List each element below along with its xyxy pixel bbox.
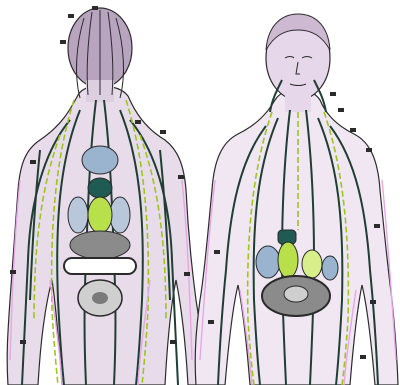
front-neck <box>285 94 311 112</box>
back-figure <box>7 6 205 385</box>
front-organ-pelvis-core <box>284 286 308 302</box>
back-organ-lung-left <box>68 197 88 233</box>
back-organ-mid <box>70 231 130 259</box>
back-organ-heart <box>88 178 112 198</box>
front-organ-far-right <box>322 256 338 280</box>
back-organ-liver <box>88 197 112 233</box>
front-organ-right <box>302 250 322 278</box>
front-organ-center <box>278 242 298 278</box>
back-organ-lower-core <box>92 292 108 304</box>
front-figure <box>195 14 398 385</box>
back-organ-band <box>64 258 136 274</box>
back-organ-lung-right <box>110 197 130 233</box>
front-organ-left <box>256 246 280 278</box>
back-organ-upper <box>82 146 118 174</box>
